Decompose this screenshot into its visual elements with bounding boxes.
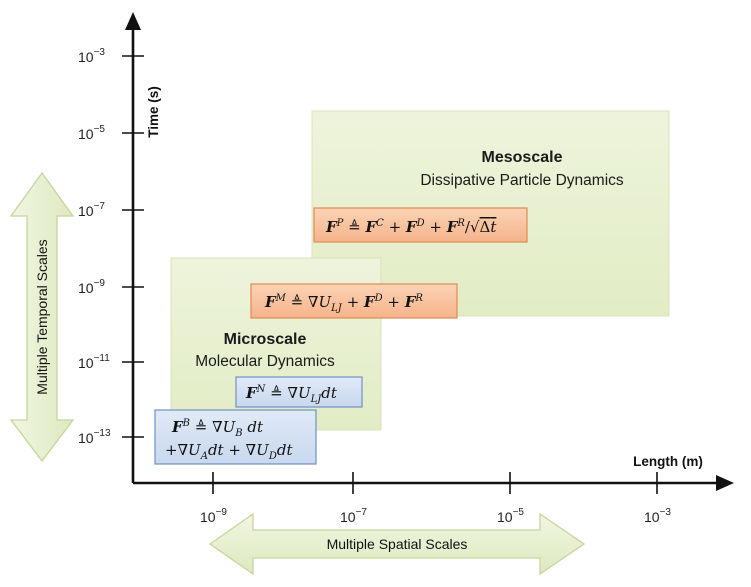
y-tick-label: 10−3 [78,47,105,65]
mesoscale-title: Mesoscale [482,149,563,166]
y-axis [125,12,141,483]
y-ticks [122,55,144,438]
x-tick-labels: 10−9 10−7 10−5 10−3 [200,507,671,525]
x-ticks [212,472,658,494]
brownian-equation-line1: FB ≜ ∇UB dt [171,418,264,439]
md-equation: FN ≜ ∇ULJdt [245,384,338,405]
x-tick-label: 10−3 [644,507,671,525]
temporal-scales-arrow: Multiple Temporal Scales [9,171,75,463]
microscale-title: Microscale [224,331,307,348]
y-axis-title: Time (s) [146,86,161,138]
brownian-equation-line2: +∇UAdt + ∇UDdt [165,441,293,462]
md-equation-box: FN ≜ ∇ULJdt [235,376,363,408]
y-tick-label: 10−7 [78,201,105,219]
brownian-equation-box: FB ≜ ∇UB dt +∇UAdt + ∇UDdt [154,409,317,465]
x-tick-label: 10−7 [340,507,367,525]
mesoscale-md-equation: FM ≜ ∇ULJ + FD + FR [264,293,423,314]
temporal-scales-label: Multiple Temporal Scales [34,239,50,394]
x-axis [133,475,734,491]
y-tick-label: 10−9 [78,278,105,296]
y-tick-label: 10−11 [78,353,110,371]
dpd-equation: FP ≜ FC + FD + FR/√Δt [325,218,497,236]
mesoscale-md-equation-box: FM ≜ ∇ULJ + FD + FR [250,283,458,319]
x-axis-title: Length (m) [633,454,703,469]
dpd-equation-box: FP ≜ FC + FD + FR/√Δt [313,207,528,243]
mesoscale-subtitle: Dissipative Particle Dynamics [420,172,624,189]
x-tick-label: 10−5 [497,507,524,525]
y-tick-label: 10−13 [78,428,111,446]
spatial-scales-label: Multiple Spatial Scales [327,536,468,552]
spatial-scales-arrow: Multiple Spatial Scales [208,512,586,576]
y-tick-labels: 10−3 10−5 10−7 10−9 10−11 10−13 [78,47,111,446]
y-tick-label: 10−5 [78,124,105,142]
microscale-subtitle: Molecular Dynamics [195,353,335,370]
x-tick-label: 10−9 [200,507,227,525]
